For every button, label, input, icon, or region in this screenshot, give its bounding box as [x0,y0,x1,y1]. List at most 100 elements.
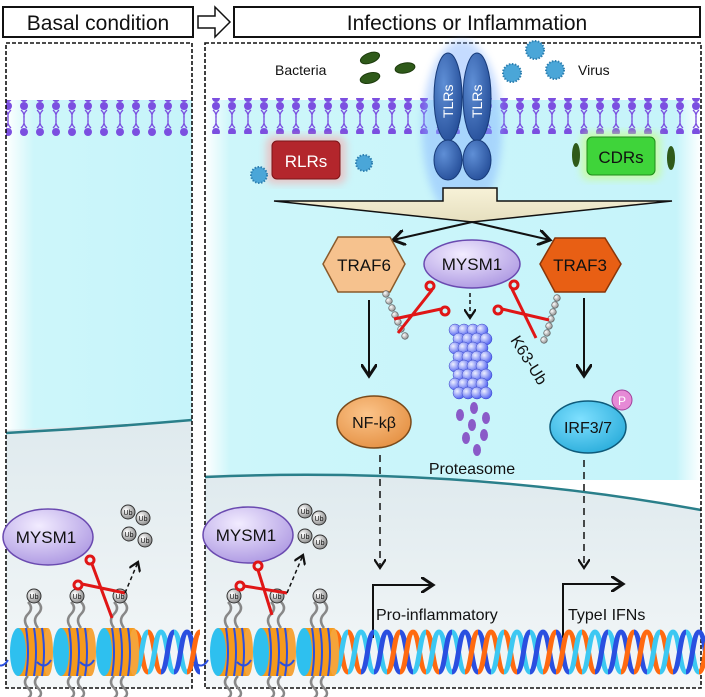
bacteria-label: Bacteria [275,62,327,78]
ubiquitin-label: Ub [230,594,239,601]
cdr-receptor: CDRs [581,132,661,180]
histone-tail [223,601,233,629]
dna-wrap [225,627,229,677]
dna-strand [553,629,572,675]
dna-strand [158,629,177,675]
irf-label: IRF3/7 [564,420,612,437]
type-ifn-label: TypeI IFNs [568,607,645,624]
pro-inflammatory-label: Pro-inflammatory [376,607,498,624]
phospho-label: P [618,394,626,408]
virus-label: Virus [578,62,610,78]
dna-wrap [311,627,315,677]
signal-funnel [273,187,673,223]
histone-side [329,628,339,676]
arrow [393,221,473,240]
dna-helix [132,629,203,675]
infection-title: Infections or Inflammation [347,12,587,35]
dna-strand [345,629,364,675]
scissors-icon [234,560,288,616]
dna-wrap [33,627,37,677]
dna-strand [436,629,455,675]
dna-wrap [127,627,131,677]
dna-linker [279,659,295,667]
histone-tail [109,601,119,629]
dna-linker [36,659,52,667]
dna-linker [0,659,9,667]
histone-tail [119,601,129,629]
ubiquitin-label: Ub [316,594,325,601]
histone-tail [119,675,129,697]
dna-wrap [268,627,272,677]
histone-face [296,628,312,676]
dna-strand [670,629,689,675]
tss-arrow [562,584,623,638]
ubiquitin-label: Ub [139,516,148,523]
nfkb-label: NF-kβ [352,415,396,432]
tlr-label: TLRs [469,85,485,118]
mysm1-node: MYSM1 [423,239,521,289]
histone-tail [319,601,329,629]
arrow [471,221,550,240]
dna-wrap [111,627,115,677]
dna-strand [371,629,390,675]
dna-strand [618,629,637,675]
dna-wrap [76,627,80,677]
dna-strand [540,629,559,675]
ubiquitin-icon [226,588,242,604]
dna-strand [605,629,624,675]
mysm1-label: MYSM1 [16,528,76,547]
ubiquitin-label: Ub [125,532,134,539]
ubiquitin-label: Ub [116,594,125,601]
ubiquitin-label: Ub [301,534,310,541]
histone-face [10,628,26,676]
irf-node: IRF3/7 [549,400,627,454]
histone-side [86,628,96,676]
mysm1-label: MYSM1 [216,526,276,545]
scissors-icon [72,554,126,619]
traf6-label: TRAF6 [337,256,391,275]
bacteria-icon [572,143,675,170]
arrow [124,562,138,594]
dna-strand [410,629,429,675]
cell-membrane [6,100,192,136]
histone-face [210,628,226,676]
dna-wrap [276,627,280,677]
dna-wrap [84,627,88,677]
rlr-receptor: RLRs [266,136,346,184]
dna-strand [696,640,705,675]
phospho-icon: P [611,389,633,411]
infection-header: Infections or Inflammation [233,6,701,38]
histone-face [253,628,269,676]
dna-strand [171,629,190,675]
proteasome-subunit [479,386,493,400]
dna-linker [79,659,95,667]
ubiquitin-label: Ub [124,510,133,517]
dna-linker [236,659,252,667]
dna-wrap [41,627,45,677]
histone-tail [276,601,286,629]
dna-strand [501,629,520,675]
dna-strand [696,629,705,664]
basal-header: Basal condition [2,6,194,38]
histone-side [286,628,296,676]
histone-tail [33,675,43,697]
ubiquitin-label: Ub [316,540,325,547]
tlr-label: TLRs [440,85,456,118]
dna-wrap [68,627,72,677]
dna-wrap [119,627,123,677]
histone-tail [76,601,86,629]
scissors-icon [492,279,550,339]
histone-tail [66,601,76,629]
ubiquitin-label: Ub [315,516,324,523]
nuclear-membrane [204,473,702,512]
scissors-icon [393,280,451,334]
dna-strand [462,629,481,675]
ubiquitin-icon [121,526,137,542]
ubiquitin-icon [297,528,313,544]
ubiquitin-icon [312,588,328,604]
dna-strand [184,629,203,675]
ubiquitin-icon [120,504,136,520]
histone-tail [309,675,319,697]
